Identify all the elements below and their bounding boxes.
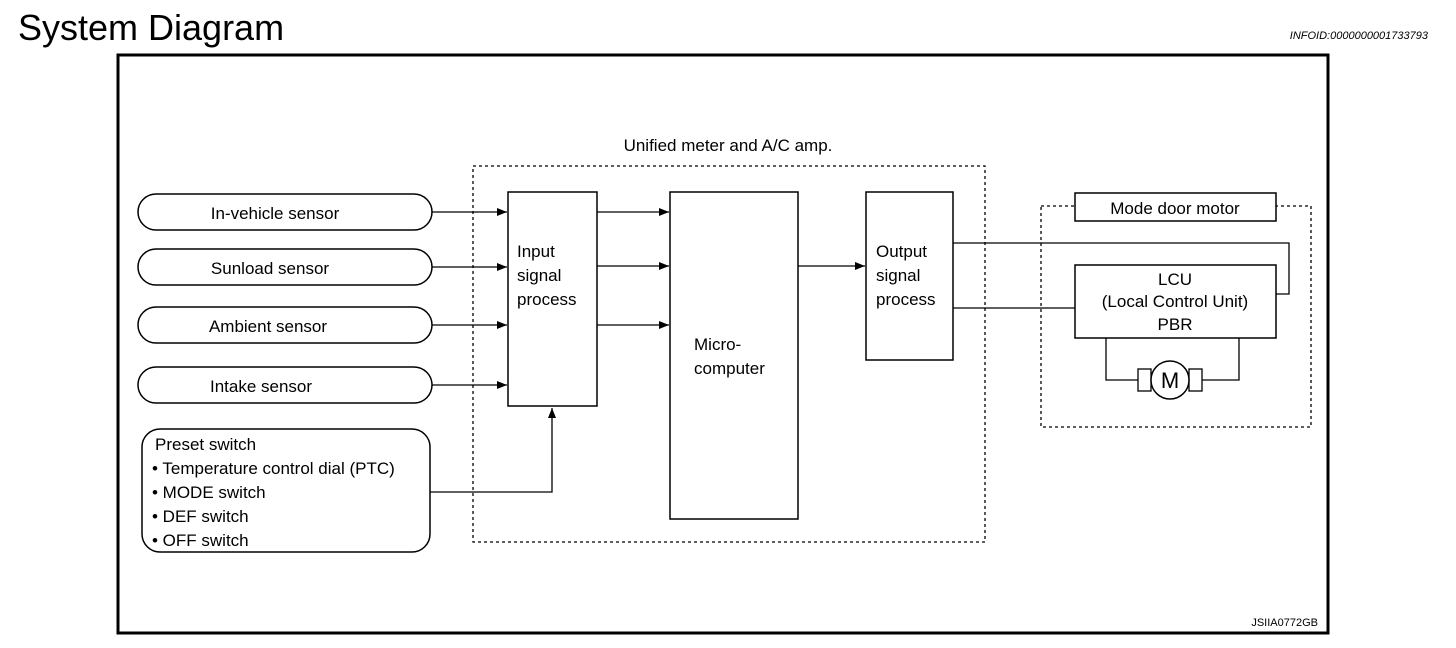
unit-group-box (472, 165, 986, 543)
preset-item: • Temperature control dial (PTC) (152, 459, 395, 478)
motor-terminal (1137, 368, 1152, 392)
preset-item: • OFF switch (152, 531, 249, 550)
motor-group-label: Mode door motor (1110, 199, 1240, 218)
preset-item: • DEF switch (152, 507, 249, 526)
motor-terminal (1188, 368, 1203, 392)
preset-switch-title: Preset switch (155, 435, 256, 454)
motor-wire (1202, 338, 1240, 381)
input-block-line: process (517, 290, 577, 309)
preset-switch-box (141, 428, 431, 553)
figure-code: JSIIA0772GB (1251, 617, 1318, 629)
input-signal-process-block (507, 191, 598, 407)
micro-block-line: Micro- (694, 335, 741, 354)
lcu-line: LCU (1158, 270, 1192, 289)
motor-group-label-box (1074, 192, 1277, 222)
output-signal-process-block (865, 191, 954, 361)
motor-symbol: M (1161, 368, 1179, 393)
sensor-in-vehicle-label: In-vehicle sensor (211, 204, 340, 223)
lcu-line: (Local Control Unit) (1102, 292, 1248, 311)
microcomputer-block (669, 191, 799, 520)
sensor-intake-label: Intake sensor (210, 377, 312, 396)
input-block-line: signal (517, 266, 561, 285)
arrow (430, 408, 556, 493)
output-block-line: process (876, 290, 936, 309)
preset-item: • MODE switch (152, 483, 266, 502)
unit-label: Unified meter and A/C amp. (624, 136, 833, 155)
output-block-line: Output (876, 242, 927, 261)
output-block-line: signal (876, 266, 920, 285)
signal-wire (953, 242, 1290, 295)
page-title: System Diagram (18, 7, 285, 48)
lcu-line: PBR (1158, 315, 1193, 334)
lcu-block (1074, 264, 1277, 339)
info-id: INFOID:0000000001733793 (1289, 30, 1428, 42)
micro-block-line: computer (694, 359, 765, 378)
sensor-sunload-label: Sunload sensor (211, 259, 329, 278)
sensor-ambient-label: Ambient sensor (209, 317, 327, 336)
motor-wire (1105, 338, 1138, 381)
input-block-line: Input (517, 242, 555, 261)
motor-icon (1150, 360, 1190, 400)
diagram-frame (116, 53, 1330, 635)
